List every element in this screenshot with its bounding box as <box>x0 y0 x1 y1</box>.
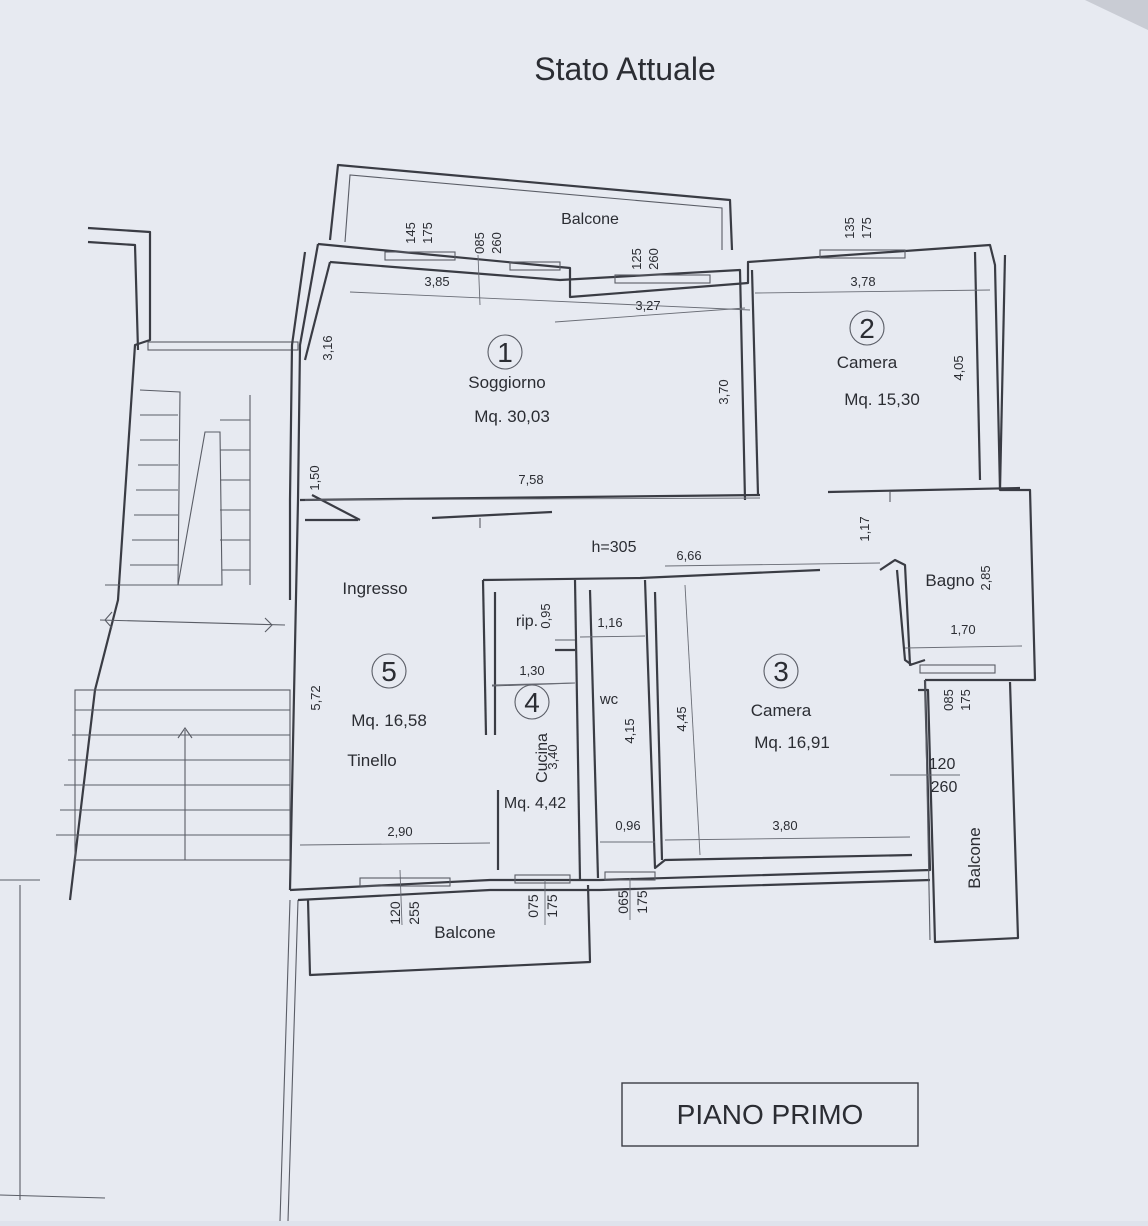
win9-code-b: 175 <box>634 890 650 914</box>
floor-label: PIANO PRIMO <box>677 1099 864 1130</box>
room-1-circle <box>487 334 523 370</box>
dimension-lines <box>299 254 1023 926</box>
win1-code-a: 145 <box>403 222 418 244</box>
room-markers: 1 2 3 4 5 <box>371 310 885 720</box>
dim-095: 0,95 <box>538 603 553 628</box>
dim-370: 3,70 <box>716 379 731 404</box>
dim-096: 0,96 <box>615 818 640 833</box>
dim-150: 1,50 <box>307 465 322 490</box>
room-4-number: 4 <box>524 687 540 718</box>
win4-code-a: 135 <box>842 217 857 239</box>
rip-label: rip. <box>516 613 538 630</box>
room-5-number: 5 <box>381 656 397 687</box>
wc-label: wc <box>599 691 619 708</box>
dim-405: 4,05 <box>951 355 966 380</box>
room-5-circle <box>371 653 407 689</box>
win2-code-b: 260 <box>489 232 504 254</box>
dim-445: 4,45 <box>674 706 689 731</box>
room-2-circle <box>849 310 885 346</box>
dim-316: 3,16 <box>320 335 335 360</box>
balcony-top <box>328 163 734 251</box>
win3-code-b: 260 <box>646 248 661 270</box>
balcone-top-label: Balcone <box>561 211 619 228</box>
balcone-right-label: Balcone <box>965 827 984 888</box>
win2-code-a: 085 <box>472 232 487 254</box>
win9-code-a: 065 <box>615 890 631 914</box>
room-1-area: Mq. 30,03 <box>474 407 550 426</box>
win3-code-a: 125 <box>629 248 644 270</box>
dim-380: 3,80 <box>772 818 797 833</box>
dim-758: 7,58 <box>518 472 543 487</box>
win4-code-b: 175 <box>859 217 874 239</box>
ingresso-label: Ingresso <box>342 579 407 598</box>
room-3-number: 3 <box>773 656 789 687</box>
room-2-number: 2 <box>859 313 875 344</box>
win8-code-b: 175 <box>544 894 560 918</box>
dim-378: 3,78 <box>850 274 875 289</box>
bagno-label: Bagno <box>925 571 974 590</box>
win6-code-a: 120 <box>929 756 956 773</box>
dim-340: 3,40 <box>545 744 560 769</box>
dim-170: 1,70 <box>950 622 975 637</box>
room-4-circle <box>514 684 550 720</box>
dim-415: 4,15 <box>622 718 637 743</box>
dim-285: 2,85 <box>978 565 993 590</box>
room-2-area: Mq. 15,30 <box>844 390 920 409</box>
stairwell <box>0 226 299 1200</box>
room-2-name: Camera <box>837 353 898 372</box>
dim-666: 6,66 <box>676 548 701 563</box>
win1-code-b: 175 <box>420 222 435 244</box>
dim-116: 1,16 <box>597 615 622 630</box>
room-3-name: Camera <box>751 701 812 720</box>
window-codes: 145 175 085 260 125 260 135 175 085 175 … <box>387 217 973 925</box>
room-5-area: Mq. 16,58 <box>351 711 427 730</box>
dim-327: 3,27 <box>635 298 660 313</box>
interior-walls <box>299 486 1021 881</box>
floor-label-box <box>621 1082 919 1147</box>
balcone-bottom-label: Balcone <box>434 923 495 942</box>
balcony-right <box>918 679 1020 944</box>
paper-shadow <box>1085 0 1148 30</box>
win8-code-a: 075 <box>525 894 541 918</box>
room-3-circle <box>763 653 799 689</box>
room-4-name: Cucina <box>534 733 551 783</box>
win6-code-b: 260 <box>931 779 958 796</box>
room-4-area: Mq. 4,42 <box>504 795 566 812</box>
room-1-name: Soggiorno <box>468 373 546 392</box>
dim-385: 3,85 <box>424 274 449 289</box>
dim-130: 1,30 <box>519 663 544 678</box>
dim-572: 5,72 <box>308 685 323 710</box>
win7-code-b: 255 <box>406 901 422 925</box>
win5-code-b: 175 <box>958 689 973 711</box>
room-3-area: Mq. 16,91 <box>754 733 830 752</box>
window-marks <box>359 249 996 887</box>
room-5-name: Tinello <box>347 751 396 770</box>
win7-code-a: 120 <box>387 901 403 925</box>
ceiling-height: h=305 <box>592 539 637 556</box>
balcony-bottom <box>306 884 592 977</box>
dim-290: 2,90 <box>387 824 412 839</box>
exterior-walls <box>288 242 1037 902</box>
page-title: Stato Attuale <box>534 51 715 87</box>
win5-code-a: 085 <box>941 689 956 711</box>
dim-117: 1,17 <box>857 516 872 541</box>
room-1-number: 1 <box>497 337 513 368</box>
external-lines <box>279 899 299 1222</box>
